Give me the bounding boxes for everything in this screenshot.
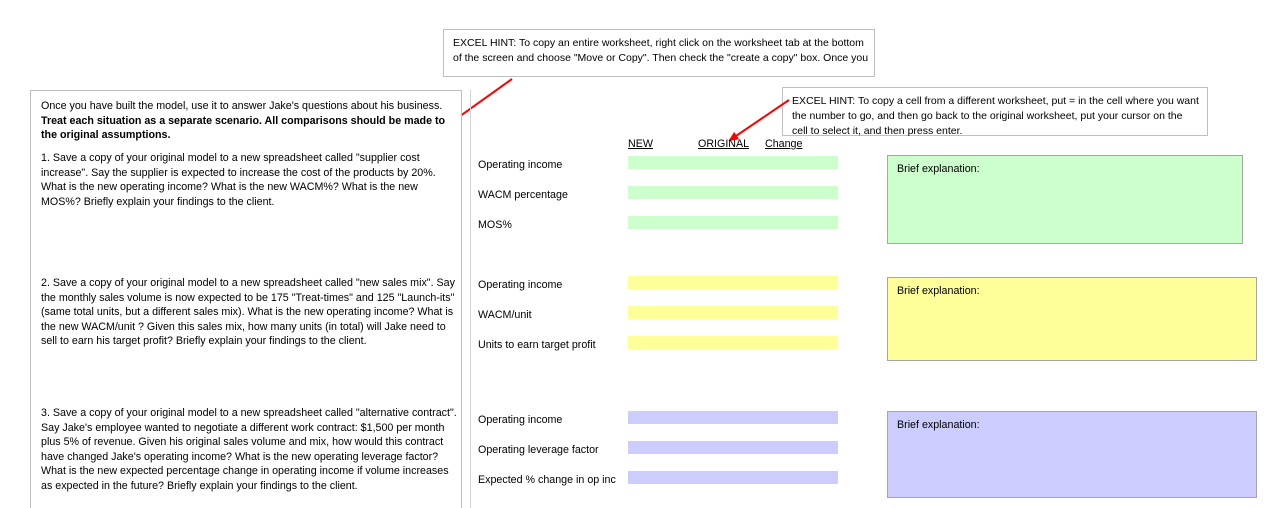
table-row: Operating income — [470, 411, 880, 441]
table-row: Expected % change in op inc — [470, 471, 880, 501]
row-label: Units to earn target profit — [478, 339, 596, 351]
hint-line: EXCEL HINT: To copy an entire worksheet,… — [453, 37, 864, 49]
row-label: Operating leverage factor — [478, 444, 599, 456]
explanation-label: Brief explanation: — [897, 285, 980, 297]
row-label: Operating income — [478, 279, 563, 291]
explanation-box-2[interactable]: Brief explanation: — [887, 277, 1257, 361]
hint-line: of the screen and choose "Move or Copy".… — [453, 52, 869, 64]
input-band[interactable] — [628, 306, 838, 319]
instructions-intro: Once you have built the model, use it to… — [41, 99, 449, 143]
input-band[interactable] — [628, 186, 838, 199]
row-label: Operating income — [478, 159, 563, 171]
input-band[interactable] — [628, 441, 838, 454]
result-group-supplier-cost-increase: Operating income WACM percentage MOS% — [470, 156, 880, 246]
input-band[interactable] — [628, 471, 838, 484]
hint-line: the number to go, and then go back to th… — [792, 110, 1183, 122]
input-band[interactable] — [628, 156, 838, 169]
intro-bold-text: Treat each situation as a separate scena… — [41, 114, 446, 142]
explanation-label: Brief explanation: — [897, 163, 980, 175]
table-row: Operating leverage factor — [470, 441, 880, 471]
column-header-new: NEW — [628, 138, 653, 150]
hint-line: cell to select it, and then press enter. — [792, 125, 963, 137]
results-column-headers: NEW ORIGINAL Change — [470, 138, 880, 154]
excel-hint-cell-copy: EXCEL HINT: To copy a cell from a differ… — [782, 87, 1208, 137]
input-band[interactable] — [628, 276, 838, 289]
excel-hint-worksheet-copy: EXCEL HINT: To copy an entire worksheet,… — [443, 29, 875, 77]
explanation-label: Brief explanation: — [897, 419, 980, 431]
explanation-box-1[interactable]: Brief explanation: — [887, 155, 1243, 244]
explanation-box-3[interactable]: Brief explanation: — [887, 411, 1257, 498]
table-row: MOS% — [470, 216, 880, 246]
table-row: WACM percentage — [470, 186, 880, 216]
table-row: Operating income — [470, 156, 880, 186]
instructions-panel: Once you have built the model, use it to… — [30, 90, 462, 508]
hint-line: EXCEL HINT: To copy a cell from a differ… — [792, 95, 1199, 107]
result-group-alternative-contract: Operating income Operating leverage fact… — [470, 411, 880, 501]
pane-divider — [470, 90, 471, 508]
intro-plain-text: Once you have built the model, use it to… — [41, 100, 443, 112]
question-3-text: 3. Save a copy of your original model to… — [41, 407, 457, 492]
table-row: Operating income — [470, 276, 880, 306]
column-header-change: Change — [765, 138, 803, 150]
input-band[interactable] — [628, 336, 838, 349]
question-1-text: 1. Save a copy of your original model to… — [41, 152, 436, 208]
table-row: WACM/unit — [470, 306, 880, 336]
row-label: WACM percentage — [478, 189, 568, 201]
result-group-new-sales-mix: Operating income WACM/unit Units to earn… — [470, 276, 880, 366]
input-band[interactable] — [628, 411, 838, 424]
question-2-text: 2. Save a copy of your original model to… — [41, 277, 455, 348]
row-label: Operating income — [478, 414, 563, 426]
results-area: NEW ORIGINAL Change Operating income WAC… — [470, 138, 880, 486]
row-label: WACM/unit — [478, 309, 532, 321]
input-band[interactable] — [628, 216, 838, 229]
column-header-original: ORIGINAL — [698, 138, 750, 150]
row-label: MOS% — [478, 219, 512, 231]
row-label: Expected % change in op inc — [478, 474, 616, 486]
table-row: Units to earn target profit — [470, 336, 880, 366]
